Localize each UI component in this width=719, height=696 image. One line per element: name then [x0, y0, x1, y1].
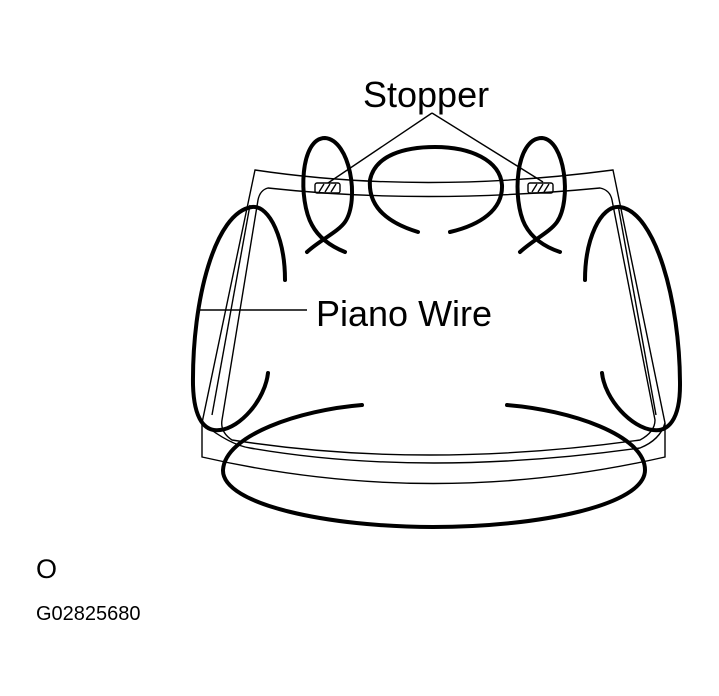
stoppers: [314, 182, 554, 194]
wire-loop-bottom: [220, 403, 648, 530]
stopper-leader-left: [327, 112, 433, 184]
figure-code: G02825680: [36, 603, 141, 625]
stopper-left-hatch: [318, 183, 337, 193]
wire-loop-right: [583, 205, 683, 433]
piano-wire-label: Piano Wire: [316, 293, 492, 334]
piano-wire: [190, 135, 683, 530]
stopper-right-hatch: [531, 183, 550, 193]
stopper-left: [314, 182, 341, 194]
wire-loop-top-right: [515, 135, 567, 254]
stopper-leader-right: [431, 112, 544, 183]
stopper-right: [527, 182, 554, 194]
windshield-inner-edge: [221, 187, 656, 456]
wire-loop-left: [190, 205, 287, 433]
view-marker: O: [36, 554, 57, 584]
wire-arc-top-center: [367, 144, 505, 234]
stopper-label: Stopper: [363, 74, 489, 115]
wire-loop-top-left: [301, 135, 354, 254]
windshield-molding-line: [201, 422, 666, 464]
windshield-right-side-line: [617, 204, 657, 416]
windshield-outer-edge: [201, 169, 666, 485]
leader-lines: [200, 112, 544, 311]
